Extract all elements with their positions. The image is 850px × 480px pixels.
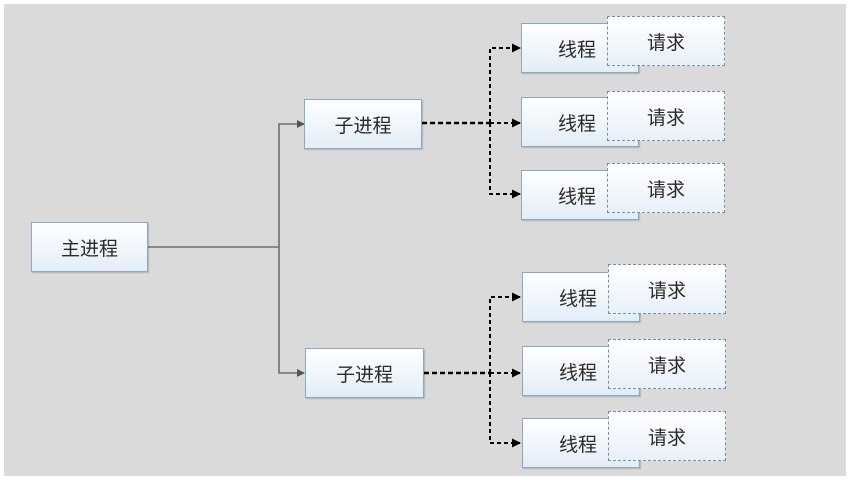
request-label: 请求 [647, 354, 686, 377]
request-label: 请求 [646, 31, 685, 54]
thread-label: 线程 [558, 112, 597, 135]
request-label: 请求 [646, 106, 685, 129]
request-node: 请求 [607, 91, 725, 141]
child2-to-thread3-connector [489, 373, 521, 448]
child-process-node: 子进程 [304, 99, 422, 149]
request-node: 请求 [608, 411, 726, 461]
child-process-node: 子进程 [305, 348, 424, 398]
thread-label: 线程 [558, 185, 597, 208]
main-process-label: 主进程 [60, 237, 118, 260]
main-to-child1-connector [148, 120, 305, 248]
thread-label: 线程 [559, 361, 598, 384]
main-to-child2-connector [278, 247, 305, 377]
request-label: 请求 [646, 178, 685, 201]
main-process-node: 主进程 [31, 222, 148, 272]
child2-to-thread1-connector [489, 292, 521, 373]
child1-to-thread1-connector [489, 43, 521, 123]
request-label: 请求 [647, 279, 686, 302]
thread-label: 线程 [559, 433, 598, 456]
thread-label: 线程 [559, 287, 598, 310]
request-node: 请求 [608, 339, 726, 389]
request-node: 请求 [607, 16, 725, 66]
request-node: 请求 [608, 264, 726, 314]
child-process-label: 子进程 [334, 114, 392, 137]
request-node: 请求 [607, 163, 725, 213]
child1-to-thread3-connector [489, 123, 521, 199]
request-label: 请求 [647, 426, 686, 449]
thread-label: 线程 [558, 38, 597, 61]
child-process-label: 子进程 [335, 363, 393, 386]
